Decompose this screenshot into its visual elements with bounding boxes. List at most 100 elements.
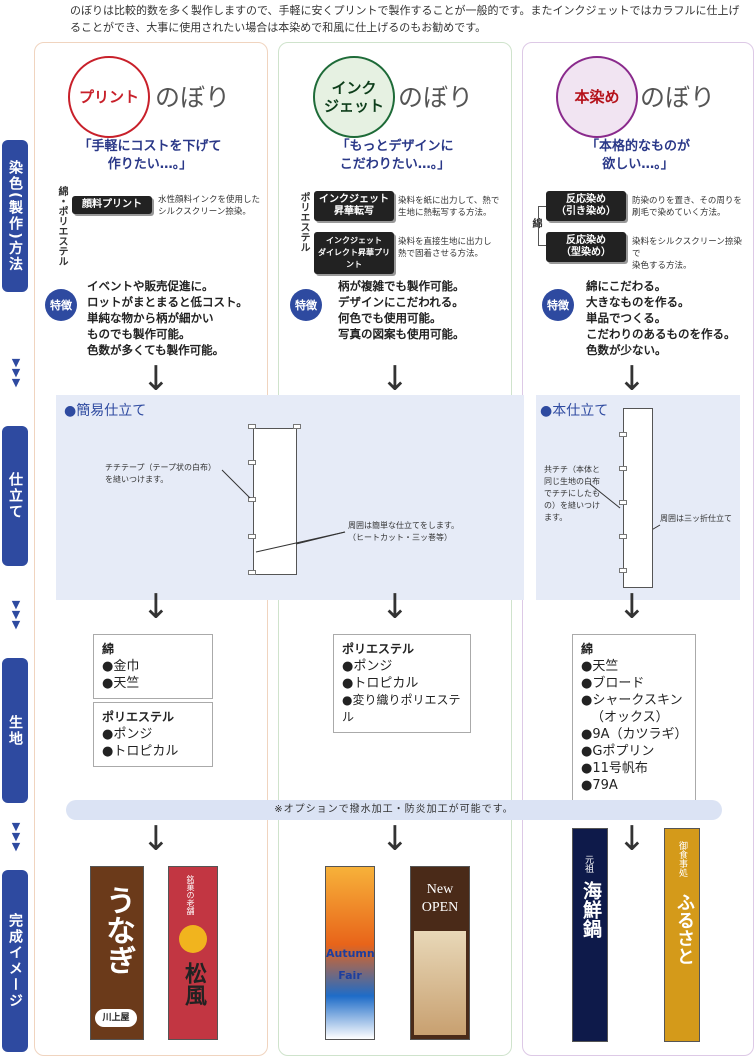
method-tag: インクジェット 昇華転写 bbox=[314, 191, 394, 221]
method-circle-inkjet: インク ジェット bbox=[313, 56, 395, 138]
material-label: ポリエステル bbox=[298, 192, 309, 252]
bracket bbox=[538, 206, 547, 246]
feature-badge: 特徴 bbox=[45, 289, 77, 321]
down-arrow-icon: ↓ bbox=[617, 819, 647, 859]
method-desc: 防染のりを置き、その周りを 刷毛で染めていく方法。 bbox=[632, 196, 742, 218]
feature-list: 綿にこだわる。 大きなものを作る。 単品でつくる。 こだわりのあるものを作る。 … bbox=[586, 278, 750, 358]
feature-badge: 特徴 bbox=[542, 289, 574, 321]
sidebar-arrows: ▼▼▼ bbox=[11, 820, 21, 853]
flag-matsukaze: 銘菓の老舗 松風 bbox=[168, 866, 218, 1040]
fabric-title: ポリエステル bbox=[102, 710, 175, 724]
option-note: ※オプションで撥水加工・防炎加工が可能です。 bbox=[66, 800, 722, 820]
flag-text: Autumn Fair bbox=[326, 947, 375, 982]
sidebar-fabric: 生地 bbox=[2, 658, 28, 803]
tailoring-title: ●簡易仕立て bbox=[64, 403, 147, 419]
chichi-tab bbox=[619, 534, 627, 539]
fabric-title: 綿 bbox=[581, 642, 594, 656]
tailoring-note: 共チチ（本体と 同じ生地の白布 でチチにしたも の）を縫いつけ ます。 bbox=[544, 465, 600, 522]
fabric-item: ●トロピカル bbox=[342, 676, 419, 691]
method-desc: 水性顔料インクを使用した シルクスクリーン捺染。 bbox=[158, 195, 261, 217]
flag-text: New OPEN bbox=[421, 882, 459, 915]
down-arrow-icon: ↓ bbox=[617, 587, 647, 627]
chichi-tab bbox=[619, 466, 627, 471]
fabric-title: 綿 bbox=[102, 642, 115, 656]
chichi-tab bbox=[248, 570, 256, 575]
feature-badge: 特徴 bbox=[290, 289, 322, 321]
fabric-item: ●Gポプリン bbox=[581, 744, 655, 759]
fabric-item: （オックス） bbox=[591, 710, 669, 725]
nobori-title: のぼり bbox=[398, 83, 474, 112]
flag-text: うなぎ bbox=[100, 885, 135, 975]
nobori-title: のぼり bbox=[155, 83, 231, 112]
down-arrow-icon: ↓ bbox=[617, 359, 647, 399]
feature-item: 単品でつくる。 bbox=[586, 311, 667, 325]
method-desc: 染料を紙に出力して、熱で 生地に熱転写する方法。 bbox=[398, 196, 500, 218]
method-tag: 反応染め （引き染め） bbox=[546, 191, 626, 221]
fabric-item: ●11号帆布 bbox=[581, 761, 648, 776]
feature-item: イベントや販売促進に。 bbox=[87, 279, 214, 293]
fabric-item: ●天竺 bbox=[581, 659, 619, 674]
flag-unagi: うなぎ 川上屋 bbox=[90, 866, 144, 1040]
crest-icon bbox=[179, 925, 207, 953]
fabric-item: ●シャークスキン bbox=[581, 693, 683, 708]
sidebar-dyeing-method: 染色(製作)方法 bbox=[2, 140, 28, 292]
tailoring-note: チチテープ（テープ状の白布） を縫いつけます。 bbox=[105, 463, 217, 484]
chichi-tab bbox=[619, 568, 627, 573]
sidebar-arrows: ▼▼▼ bbox=[11, 598, 21, 631]
nobori-title: のぼり bbox=[640, 83, 716, 112]
material-label: 綿 bbox=[530, 218, 541, 228]
flag-new-open: New OPEN bbox=[410, 866, 470, 1040]
cake-photo bbox=[414, 931, 466, 1035]
flag-diagram bbox=[623, 408, 653, 588]
chichi-tab bbox=[619, 500, 627, 505]
chichi-tab bbox=[248, 460, 256, 465]
down-arrow-icon: ↓ bbox=[141, 359, 171, 399]
tailoring-title: ●本仕立て bbox=[540, 403, 609, 419]
sidebar-tailoring: 仕立て bbox=[2, 426, 28, 566]
method-circle-honzome: 本染め bbox=[556, 56, 638, 138]
chichi-tab bbox=[248, 497, 256, 502]
flag-text: 松風 bbox=[181, 962, 206, 1006]
down-arrow-icon: ↓ bbox=[141, 587, 171, 627]
feature-item: ロットがまとまると低コスト。 bbox=[87, 295, 248, 309]
feature-item: 何色でも使用可能。 bbox=[338, 311, 442, 325]
fabric-box: 綿 ●天竺 ●ブロード ●シャークスキン （オックス） ●9A（カツラギ） ●G… bbox=[572, 634, 696, 801]
feature-item: 柄が複雑でも製作可能。 bbox=[338, 279, 465, 293]
flag-sub: 元祖 bbox=[583, 855, 593, 873]
feature-list: 柄が複雑でも製作可能。 デザインにこだわれる。 何色でも使用可能。 写真の図案も… bbox=[338, 278, 508, 342]
fabric-box: ポリエステル ●ポンジ ●トロピカル ●変り織りポリエステル bbox=[333, 634, 471, 733]
chichi-tab bbox=[619, 432, 627, 437]
flag-sub: 銘菓の老舗 bbox=[186, 875, 195, 915]
fabric-item: ●天竺 bbox=[102, 676, 140, 691]
catch-copy: 「手軽にコストを下げて 作りたい…。」 bbox=[78, 139, 222, 172]
flag-kaisen-nabe: 元祖 海鮮鍋 bbox=[572, 828, 608, 1042]
material-label: 綿・ポリエステル bbox=[56, 186, 67, 266]
feature-item: 単純な物から柄が細かい bbox=[87, 311, 214, 325]
feature-item: こだわりのあるものを作る。 bbox=[586, 327, 736, 341]
fabric-box: 綿 ●金巾 ●天竺 bbox=[93, 634, 213, 699]
feature-item: デザインにこだわれる。 bbox=[338, 295, 464, 309]
feature-item: 写真の図案も使用可能。 bbox=[338, 327, 465, 341]
flag-text: 海鮮鍋 bbox=[580, 881, 602, 938]
sidebar-arrows: ▼▼▼ bbox=[11, 356, 21, 389]
feature-item: 色数が多くても製作可能。 bbox=[87, 343, 225, 357]
tailoring-note: 周囲は簡単な仕立てをします。 （ヒートカット・三ッ巻等） bbox=[348, 521, 460, 542]
fabric-item: ●金巾 bbox=[102, 659, 140, 674]
feature-item: 綿にこだわる。 bbox=[586, 279, 667, 293]
catch-copy: 「もっとデザインに こだわりたい…。」 bbox=[336, 139, 454, 172]
chichi-tab bbox=[293, 424, 301, 429]
chichi-tab bbox=[248, 424, 256, 429]
tailoring-note: 周囲は三ッ折仕立て bbox=[660, 514, 732, 523]
fabric-box: ポリエステル ●ポンジ ●トロピカル bbox=[93, 702, 213, 767]
method-tag: インクジェット ダイレクト昇華プリント bbox=[314, 232, 394, 274]
method-circle-print: プリント bbox=[68, 56, 150, 138]
flag-autumn-fair: Autumn Fair bbox=[325, 866, 375, 1040]
fabric-item: ●ブロード bbox=[581, 676, 645, 691]
fabric-item: ●9A（カツラギ） bbox=[581, 727, 688, 742]
fabric-item: ●変り織りポリエステル bbox=[342, 693, 461, 724]
flag-furusato: 御食事処 ふるさと bbox=[664, 828, 700, 1042]
catch-copy: 「本格的なものが 欲しい…。」 bbox=[585, 139, 690, 172]
fabric-title: ポリエステル bbox=[342, 642, 415, 656]
flag-sub: 川上屋 bbox=[95, 1009, 137, 1027]
chichi-tab bbox=[248, 534, 256, 539]
